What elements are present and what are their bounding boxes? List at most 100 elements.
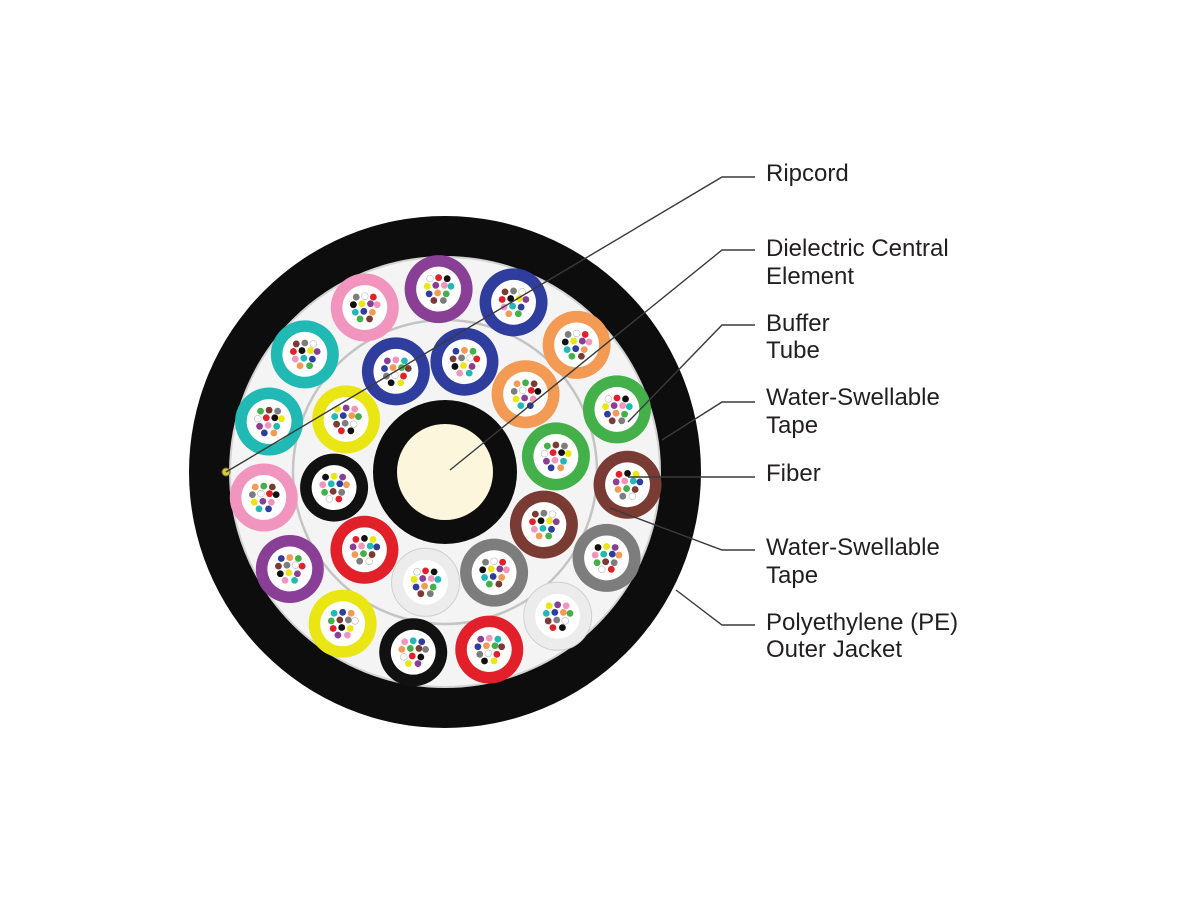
fiber: [334, 631, 342, 639]
fiber: [294, 555, 302, 562]
fiber: [301, 339, 309, 347]
buffer-tube-orange: [491, 360, 560, 429]
fiber: [275, 562, 282, 570]
fiber: [477, 635, 485, 643]
fiber: [426, 274, 434, 283]
fiber: [351, 405, 359, 413]
fiber: [610, 402, 618, 410]
fiber: [485, 580, 493, 588]
fiber: [358, 542, 365, 550]
fiber: [625, 403, 633, 410]
fiber: [564, 450, 572, 457]
fiber: [632, 470, 640, 478]
fiber: [507, 295, 515, 302]
fiber: [546, 517, 553, 525]
fiber: [548, 510, 557, 518]
buffer-tube-gel: [521, 502, 567, 548]
fiber: [560, 457, 567, 465]
fiber: [369, 293, 377, 301]
fiber: [510, 387, 518, 395]
fiber: [564, 331, 572, 338]
fiber: [434, 289, 442, 297]
fiber: [338, 488, 346, 496]
fiber: [339, 412, 347, 420]
fiber: [368, 308, 376, 316]
fiber: [339, 473, 347, 481]
buffer-tube-red: [330, 515, 399, 584]
buffer-tube-gel: [267, 546, 313, 592]
fiber: [539, 524, 547, 532]
label-inner-tape-line1: Water-Swellable: [766, 534, 940, 561]
fiber: [512, 395, 520, 403]
buffer-tube-yellow: [312, 385, 381, 454]
fiber: [415, 645, 423, 652]
fiber: [426, 590, 434, 598]
fiber: [461, 346, 468, 354]
buffer-tube-gel: [584, 535, 630, 581]
fiber: [491, 642, 499, 650]
fiber: [598, 565, 606, 574]
fiber: [400, 653, 408, 661]
fiber: [292, 340, 300, 348]
fiber: [412, 583, 420, 591]
fiber: [494, 635, 502, 643]
fiber: [290, 348, 297, 355]
fiber: [257, 489, 265, 498]
buffer-tube-blue: [430, 327, 499, 396]
fiber: [273, 422, 281, 430]
fiber: [338, 624, 346, 631]
fiber: [619, 402, 627, 410]
fiber: [481, 574, 488, 581]
fiber: [255, 505, 263, 513]
fiber: [485, 634, 493, 642]
fiber: [343, 481, 350, 489]
fiber: [581, 331, 589, 338]
fiber: [298, 347, 306, 354]
fiber: [489, 573, 497, 580]
fiber: [270, 429, 278, 437]
fiber: [490, 557, 498, 565]
label-central-element-line2: Element: [766, 263, 854, 290]
label-outer-tape-line2: Tape: [766, 412, 818, 439]
fiber: [618, 417, 626, 425]
fiber: [260, 429, 268, 437]
fiber: [519, 386, 527, 395]
fiber: [367, 300, 374, 308]
fiber: [479, 566, 487, 574]
label-inner-tape-line2: Tape: [766, 562, 818, 589]
fiber: [398, 645, 406, 653]
fiber: [414, 660, 422, 668]
fiber: [483, 642, 490, 650]
fiber: [476, 650, 484, 658]
fiber: [604, 395, 613, 403]
fiber: [510, 287, 517, 295]
fiber: [603, 543, 610, 550]
fiber: [296, 362, 304, 370]
fiber: [548, 525, 555, 533]
fiber: [298, 562, 306, 570]
buffer-tube-slate: [572, 523, 641, 592]
buffer-tube-gel: [442, 339, 487, 385]
fiber: [341, 419, 349, 427]
fiber: [531, 510, 539, 518]
fiber: [580, 346, 588, 354]
fiber: [435, 274, 443, 282]
fiber: [392, 356, 400, 364]
label-fiber: Fiber: [766, 460, 821, 487]
fiber: [451, 363, 459, 370]
fiber: [421, 582, 429, 590]
buffer-tube-white: [523, 581, 593, 651]
fiber: [309, 340, 318, 348]
fiber: [522, 379, 529, 387]
fiber: [369, 535, 377, 543]
fiber: [347, 427, 355, 435]
fiber: [329, 625, 337, 632]
fiber: [347, 609, 355, 617]
fiber: [484, 649, 493, 658]
fiber: [358, 300, 366, 308]
fiber: [257, 407, 264, 415]
fiber: [430, 297, 438, 304]
fiber: [360, 307, 368, 315]
buffer-tube-white: [391, 547, 461, 617]
